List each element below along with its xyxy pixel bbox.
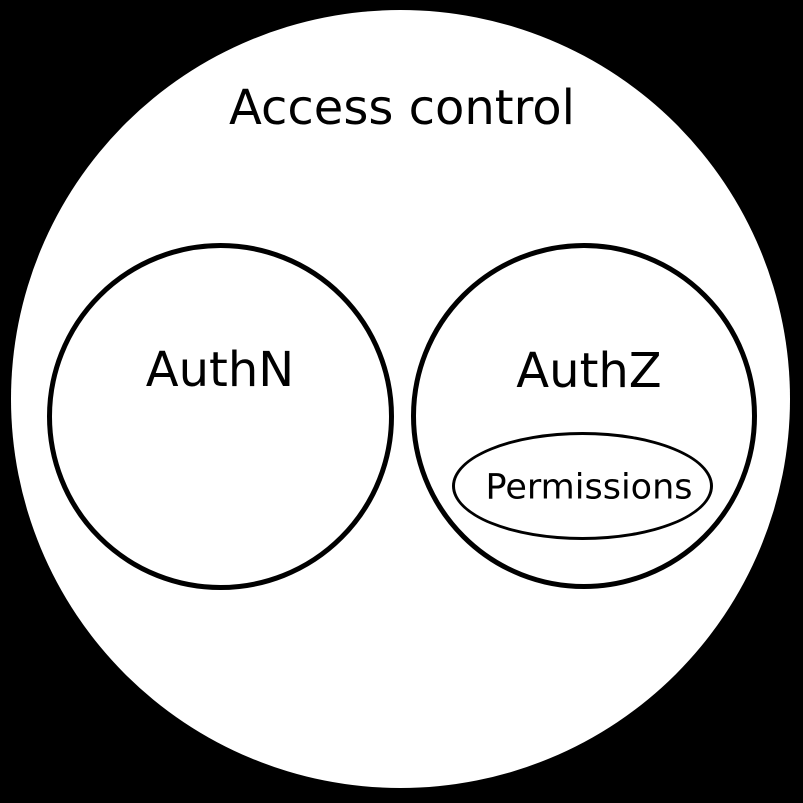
permissions-ellipse (452, 432, 713, 540)
permissions-label: Permissions (485, 467, 693, 508)
authz-label: AuthZ (516, 343, 662, 399)
access-control-label: Access control (229, 80, 575, 136)
authz-circle (411, 243, 757, 589)
authn-label: AuthN (145, 342, 295, 398)
authn-circle (47, 243, 394, 590)
